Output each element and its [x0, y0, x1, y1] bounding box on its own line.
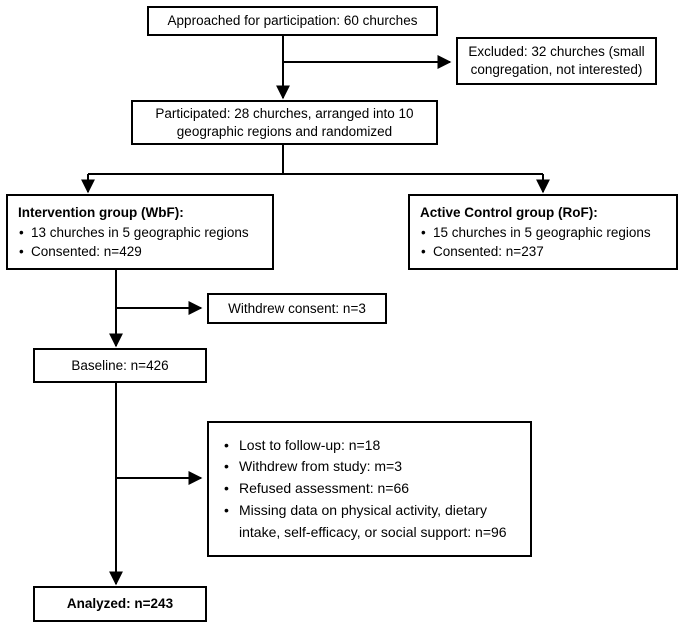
node-control-title: Active Control group (RoF): — [420, 204, 598, 220]
node-control-group: Active Control group (RoF): 15 churches … — [408, 194, 678, 270]
node-intervention-bullet-1: 13 churches in 5 geographic regions — [18, 223, 249, 242]
node-intervention-group: Intervention group (WbF): 13 churches in… — [6, 194, 274, 270]
node-baseline: Baseline: n=426 — [33, 348, 207, 383]
node-baseline-text: Baseline: n=426 — [71, 357, 169, 373]
node-control-bullet-2: Consented: n=237 — [420, 242, 544, 261]
node-excluded-line1: Excluded: 32 churches (small — [468, 44, 645, 60]
node-attrition-bullet-3: Refused assessment: n=66 — [223, 478, 409, 500]
node-attrition-bullet-1: Lost to follow-up: n=18 — [223, 435, 380, 457]
node-approached: Approached for participation: 60 churche… — [147, 6, 438, 36]
node-approached-text: Approached for participation: 60 churche… — [167, 13, 418, 29]
node-attrition-bullet-4: Missing data on physical activity, dieta… — [223, 500, 520, 543]
node-excluded: Excluded: 32 churches (small congregatio… — [456, 37, 657, 85]
node-attrition-bullet-2: Withdrew from study: m=3 — [223, 456, 402, 478]
node-analyzed-text: Analyzed: n=243 — [66, 596, 174, 612]
node-attrition: Lost to follow-up: n=18 Withdrew from st… — [207, 421, 532, 557]
node-participated: Participated: 28 churches, arranged into… — [131, 100, 438, 145]
node-withdrew-consent: Withdrew consent: n=3 — [207, 293, 387, 324]
node-excluded-line2: congregation, not interested) — [470, 62, 643, 77]
node-participated-line2: geographic regions and randomized — [176, 123, 393, 139]
node-intervention-bullet-2: Consented: n=429 — [18, 242, 142, 261]
node-intervention-title: Intervention group (WbF): — [18, 204, 184, 220]
node-withdrew-consent-text: Withdrew consent: n=3 — [228, 300, 366, 316]
node-participated-line1: Participated: 28 churches, arranged into… — [155, 105, 414, 121]
node-analyzed: Analyzed: n=243 — [33, 586, 207, 622]
node-control-bullet-1: 15 churches in 5 geographic regions — [420, 223, 651, 242]
